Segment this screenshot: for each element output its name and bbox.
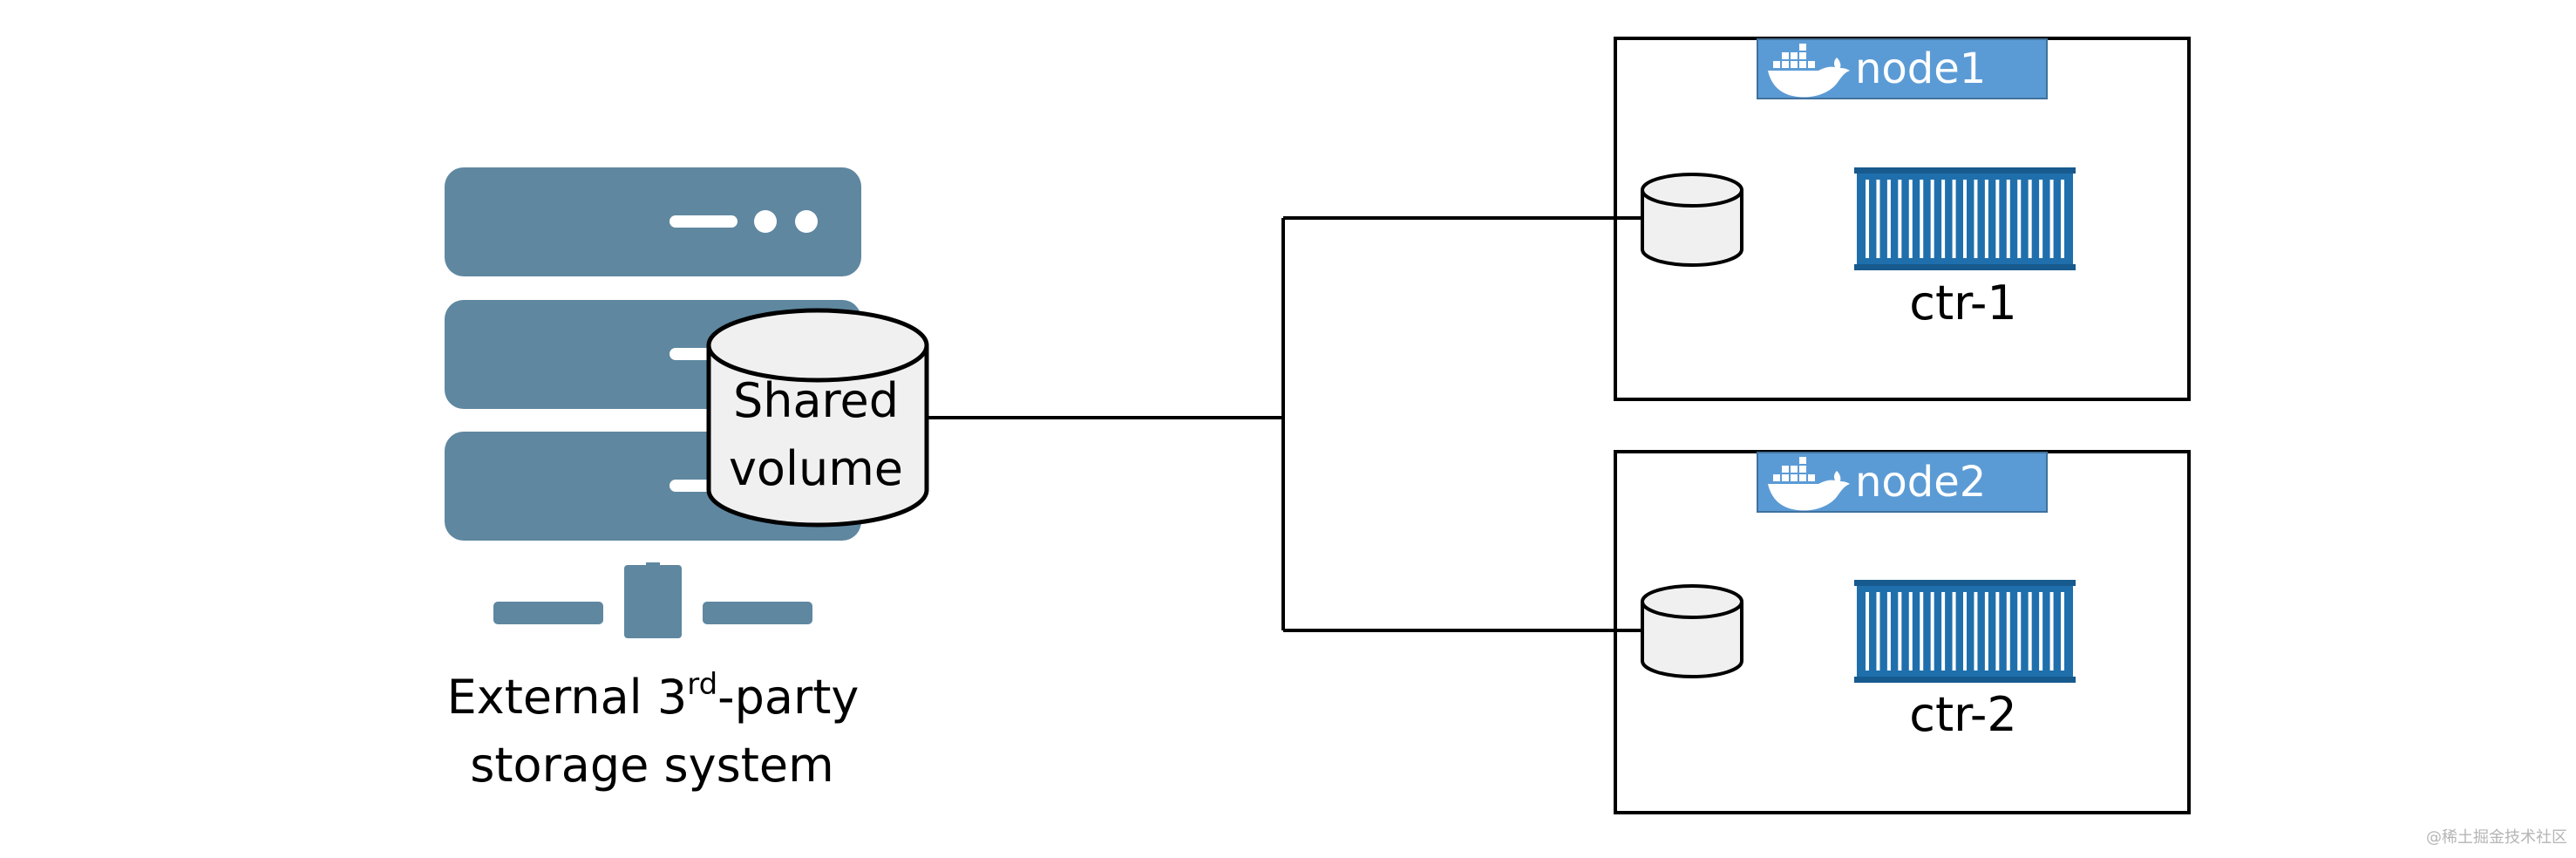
container-icon-1: [1854, 167, 2076, 270]
shared-volume-label-line1: Shared: [733, 373, 899, 428]
storage-label-superscript: rd: [687, 667, 717, 702]
storage-system-label-line1: External 3rd-party: [447, 667, 860, 725]
storage-label-suffix: -party: [717, 670, 859, 725]
node-label-2: node2: [1855, 458, 1986, 507]
shared-volume: Shared volume: [706, 308, 929, 528]
node-box-1: node1 ctr-1: [1614, 37, 2191, 401]
local-volume-icon-1: [1641, 173, 1743, 267]
storage-system-label-line2: storage system: [470, 738, 834, 793]
container-label-1: ctr-1: [1909, 276, 2016, 330]
local-volume-icon-2: [1641, 584, 1743, 678]
docker-icon: [1768, 44, 1850, 98]
docker-icon: [1768, 457, 1850, 511]
connector-lines: [926, 216, 1642, 632]
storage-label-prefix: External 3: [447, 670, 688, 725]
container-icon-2: [1854, 580, 2076, 683]
watermark: @稀土掘金技术社区: [2426, 828, 2567, 847]
container-label-2: ctr-2: [1909, 687, 2016, 742]
shared-volume-label-line2: volume: [729, 441, 903, 496]
node-label-1: node1: [1855, 44, 1986, 93]
node-box-2: node2 ctr-2: [1614, 450, 2191, 814]
